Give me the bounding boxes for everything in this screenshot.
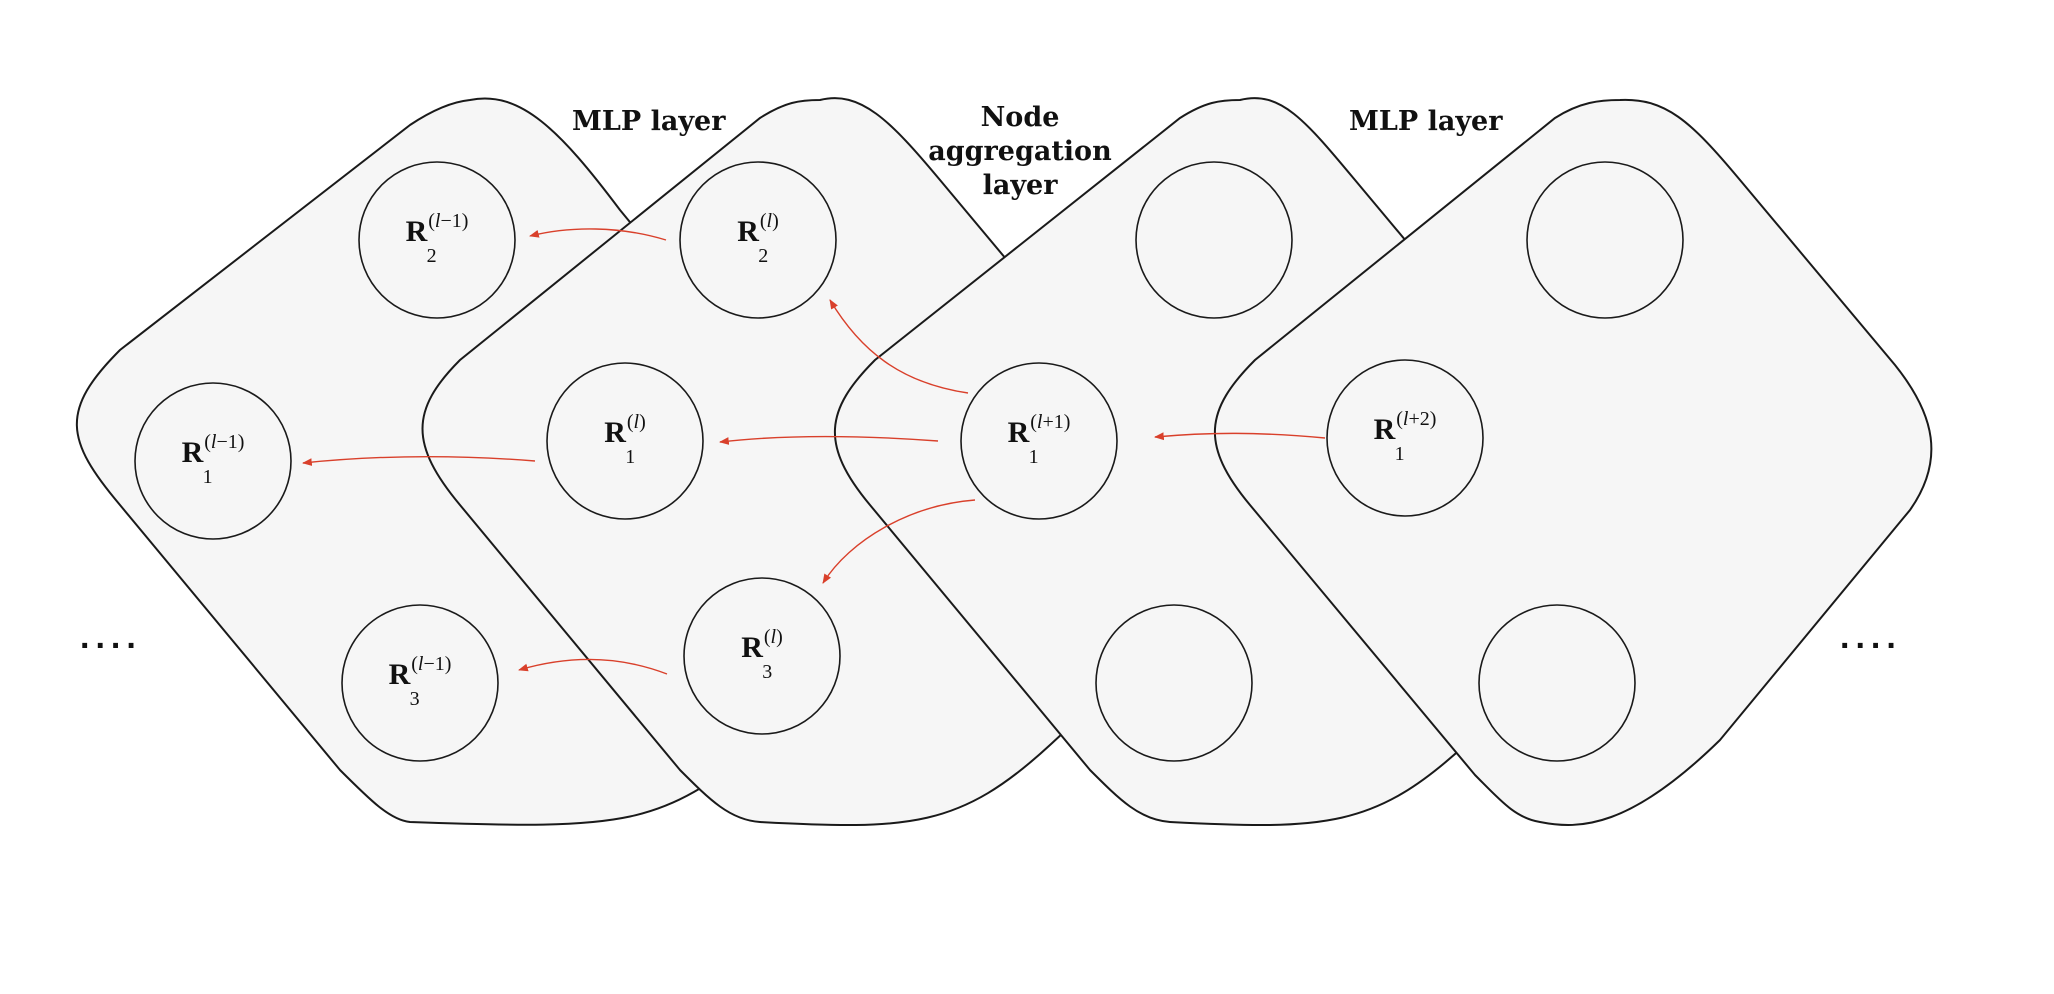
node-circle-empty-top-4: [1526, 161, 1684, 319]
arrow-r1lp1-to-r3l: [822, 499, 976, 584]
node-label-r2-lm1: R(l−1)2: [405, 210, 469, 267]
node-label-r1-lp2: R(l+2)1: [1373, 408, 1437, 465]
arrow-r1lp1-to-r2l: [829, 299, 969, 394]
node-circle-empty-bottom-3: [1095, 604, 1253, 762]
arrow-r1lp2-to-r1lp1: [1154, 432, 1326, 441]
node-label-r3-l: R(l)3: [741, 626, 783, 683]
node-label-r1-lp1: R(l+1)1: [1007, 411, 1071, 468]
node-label-r1-l: R(l)1: [604, 411, 646, 468]
node-circle-r1-lp1: [960, 362, 1118, 520]
title-node-aggregation-layer: Node aggregation layer: [928, 102, 1112, 201]
ellipsis-left: ....: [80, 618, 142, 656]
node-circle-r2-l: [679, 161, 837, 319]
node-circle-empty-top-3: [1135, 161, 1293, 319]
node-circle-r2-lm1: [358, 161, 516, 319]
node-circle-r1-lm1: [134, 382, 292, 540]
arrow-r1lp1-to-r1l: [719, 435, 939, 445]
layer-panel-4: [1214, 98, 1933, 826]
node-circle-r3-lm1: [341, 604, 499, 762]
node-circle-r3-l: [683, 577, 841, 735]
node-circle-r1-l: [546, 362, 704, 520]
node-label-r1-lm1: R(l−1)1: [181, 431, 245, 488]
node-circle-r1-lp2: [1326, 359, 1484, 517]
arrow-r3l-to-r3lm1: [518, 658, 668, 675]
title-mlp-layer-left: MLP layer: [572, 106, 726, 137]
arrow-r1l-to-r1lm1: [302, 456, 536, 466]
node-label-r3-lm1: R(l−1)3: [388, 653, 452, 710]
node-circle-empty-bottom-4: [1478, 604, 1636, 762]
title-mlp-layer-right: MLP layer: [1349, 106, 1503, 137]
ellipsis-right: ....: [1840, 618, 1902, 656]
node-label-r2-l: R(l)2: [737, 210, 779, 267]
arrow-r2l-to-r2lm1: [529, 228, 667, 241]
